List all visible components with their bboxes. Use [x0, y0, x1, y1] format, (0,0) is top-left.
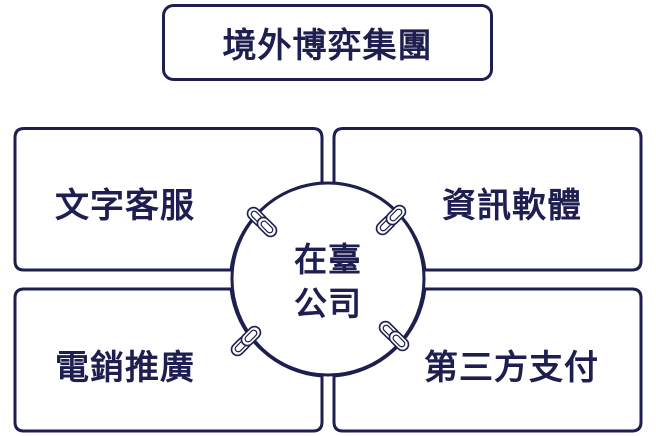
- center-label-line2: 公司: [294, 284, 362, 323]
- center-circle: [230, 181, 426, 377]
- quadrant-label-bottom-left: 電銷推廣: [55, 348, 195, 388]
- quadrant-label-top-left: 文字客服: [55, 186, 195, 226]
- quadrant-label-bottom-right: 第三方支付: [424, 348, 599, 388]
- center-label-line1: 在臺: [294, 240, 362, 279]
- quadrant-label-top-right: 資訊軟體: [442, 186, 582, 226]
- center-label: 在臺 公司: [280, 238, 376, 326]
- diagram-title: 境外博弈集團: [222, 25, 433, 66]
- title-box: [162, 4, 493, 81]
